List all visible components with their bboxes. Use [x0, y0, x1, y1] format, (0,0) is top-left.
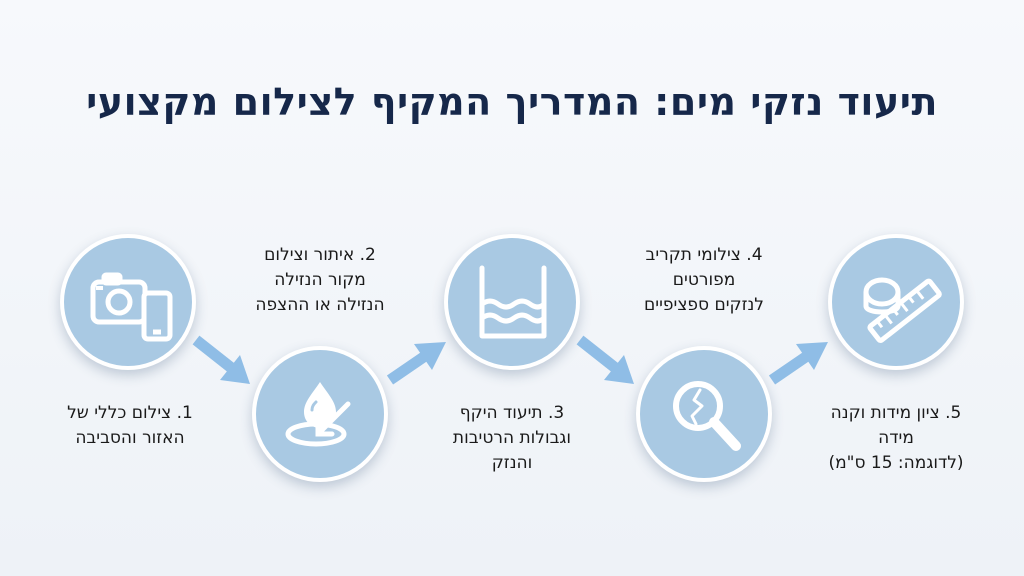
- arrow-1-to-2: [192, 335, 250, 384]
- step-1-label: 1. צילום כללי של האזור והסביבה: [40, 401, 220, 451]
- step-5-line-2: מידה: [878, 428, 914, 448]
- magnifier-crack-icon: [673, 381, 741, 451]
- step-3-label: 3. תיעוד היקף וגבולות הרטיבות והנזק: [424, 401, 600, 476]
- step-4-line-1: 4. צילומי תקריב: [645, 245, 763, 265]
- step-4-circle: [636, 346, 772, 482]
- step-4-line-3: לנזקים ספציפיים: [644, 295, 764, 315]
- step-5-line-3: (לדוגמה: 15 ס"מ): [828, 453, 964, 473]
- step-3-line-3: והנזק: [491, 453, 533, 473]
- step-2-line-1: 2. איתור וצילום: [264, 245, 376, 265]
- arrow-4-to-5: [768, 342, 828, 385]
- water-drop-pointer-icon: [285, 382, 351, 447]
- measuring-tape-ruler-icon: [863, 277, 942, 343]
- step-5-label: 5. ציון מידות וקנה מידה (לדוגמה: 15 ס"מ): [806, 401, 986, 476]
- step-2-line-2: מקור הנזילה: [274, 270, 366, 290]
- step-4-label: 4. צילומי תקריב מפורטים לנזקים ספציפיים: [616, 243, 792, 318]
- page-title: תיעוד נזקי מים: המדריך המקיף לצילום מקצו…: [86, 80, 938, 124]
- step-4-line-2: מפורטים: [672, 270, 736, 290]
- step-5-circle: [828, 234, 964, 370]
- step-1-line-1: 1. צילום כללי של: [67, 403, 193, 423]
- step-3-line-1: 3. תיעוד היקף: [459, 403, 565, 423]
- step-1-line-2: האזור והסביבה: [75, 428, 185, 448]
- camera-phone-icon: [90, 272, 173, 342]
- step-5-line-1: 5. ציון מידות וקנה: [830, 403, 962, 423]
- step-3-line-2: וגבולות הרטיבות: [452, 428, 572, 448]
- step-2-label: 2. איתור וצילום מקור הנזילה הנזילה או הה…: [232, 243, 408, 318]
- arrow-3-to-4: [576, 335, 634, 384]
- step-1-circle: [60, 234, 196, 370]
- step-2-circle: [252, 346, 388, 482]
- step-3-circle: [444, 234, 580, 370]
- step-2-line-3: הנזילה או ההצפה: [255, 295, 385, 315]
- arrow-2-to-3: [386, 342, 446, 385]
- water-level-container-icon: [479, 265, 547, 339]
